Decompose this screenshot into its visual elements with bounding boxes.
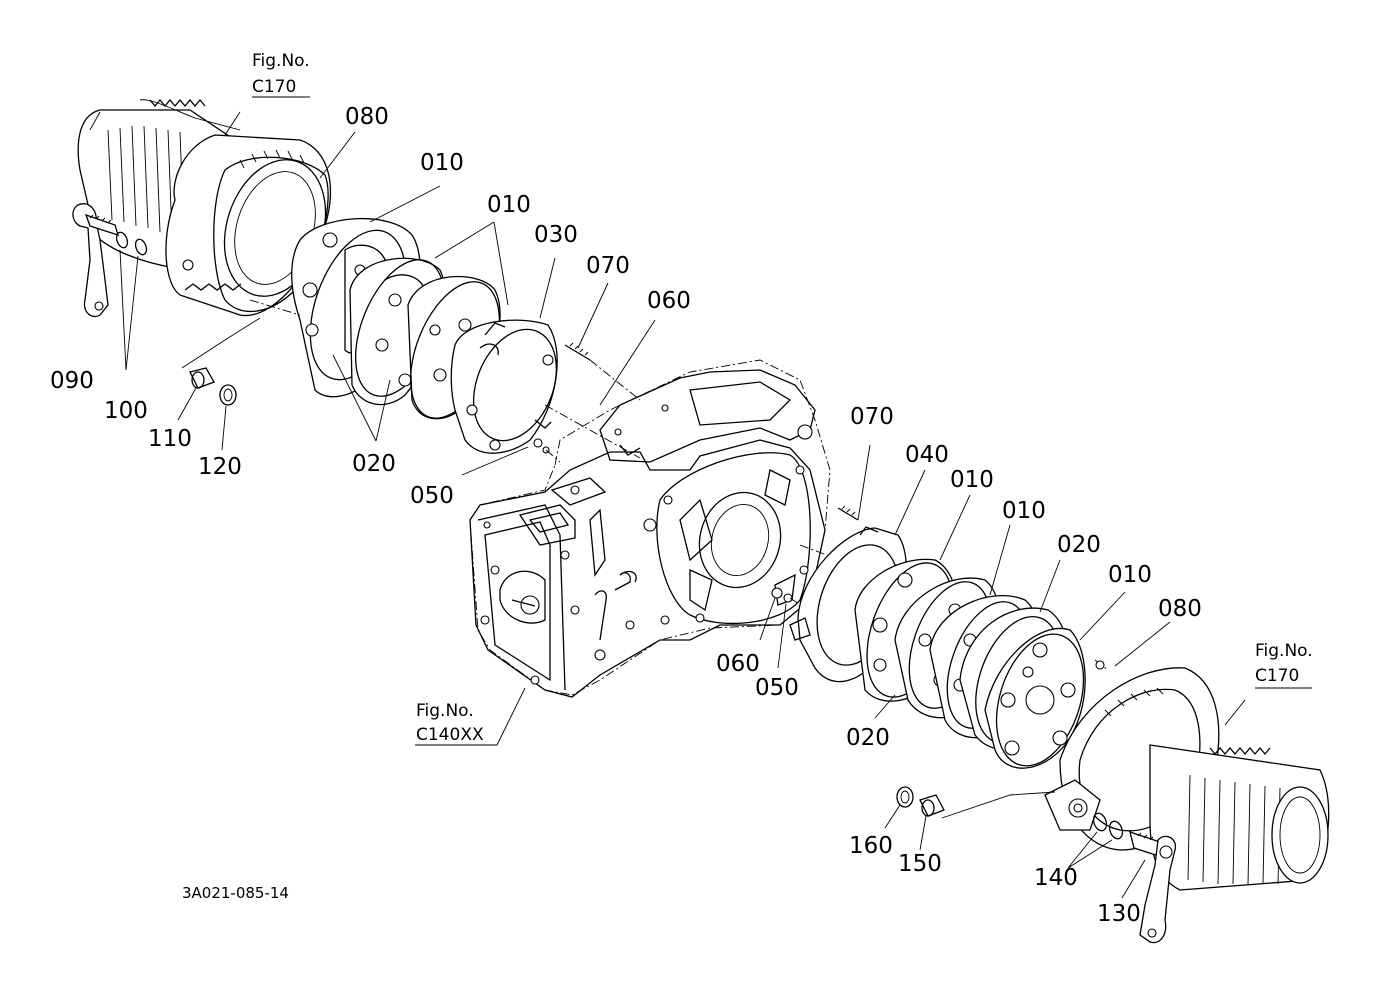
seal-120 bbox=[219, 384, 237, 451]
figure-ref-text: Fig.No. bbox=[252, 51, 310, 71]
spring-060 bbox=[759, 587, 783, 641]
part-label-010: 010 bbox=[1002, 498, 1046, 524]
lever-130 bbox=[1121, 831, 1177, 944]
part-label-070: 070 bbox=[586, 253, 630, 279]
part-label-120: 120 bbox=[198, 454, 242, 480]
part-label-010: 010 bbox=[420, 150, 464, 176]
figure-ref-bottom-right: Fig.No. C170 bbox=[1255, 641, 1313, 686]
bushing-110 bbox=[177, 367, 215, 421]
part-label-060: 060 bbox=[647, 288, 691, 314]
figure-ref-center: Fig.No. C140XX bbox=[416, 701, 484, 745]
part-label-100: 100 bbox=[104, 398, 148, 424]
part-label-010: 010 bbox=[950, 467, 994, 493]
part-label-010: 010 bbox=[1108, 562, 1152, 588]
part-label-040: 040 bbox=[905, 442, 949, 468]
figure-ref-text: C170 bbox=[252, 77, 296, 97]
part-label-090: 090 bbox=[50, 368, 94, 394]
right-brake-stack bbox=[789, 505, 1086, 769]
seal-160 bbox=[884, 786, 914, 829]
part-label-140: 140 bbox=[1034, 865, 1078, 891]
part-label-030: 030 bbox=[534, 222, 578, 248]
ball-050-right bbox=[777, 593, 793, 669]
transmission-case bbox=[469, 359, 831, 698]
right-axle-housing bbox=[1044, 667, 1330, 891]
o-rings-100 bbox=[115, 231, 148, 371]
part-label-080: 080 bbox=[345, 104, 389, 130]
part-label-020: 020 bbox=[1057, 532, 1101, 558]
part-label-020: 020 bbox=[352, 451, 396, 477]
part-label-020: 020 bbox=[846, 725, 890, 751]
bushing-150 bbox=[919, 794, 945, 851]
part-label-160: 160 bbox=[849, 833, 893, 859]
left-axle-housing bbox=[77, 98, 332, 317]
part-label-130: 130 bbox=[1097, 901, 1141, 927]
part-labels: 080 010 010 030 070 060 090 100 110 120 … bbox=[50, 104, 1202, 927]
figure-ref-text: C140XX bbox=[416, 725, 484, 745]
part-label-070: 070 bbox=[850, 404, 894, 430]
part-label-110: 110 bbox=[148, 426, 192, 452]
lever-090 bbox=[72, 203, 119, 318]
figure-ref-top-left: Fig.No. C170 bbox=[252, 51, 310, 97]
drawing-id: 3A021-085-14 bbox=[182, 884, 289, 902]
part-label-060: 060 bbox=[716, 651, 760, 677]
figure-ref-text: Fig.No. bbox=[1255, 641, 1313, 661]
left-brake-stack bbox=[291, 218, 591, 454]
part-label-050: 050 bbox=[410, 483, 454, 509]
part-label-150: 150 bbox=[898, 851, 942, 877]
o-rings-140 bbox=[1067, 812, 1124, 869]
part-label-050: 050 bbox=[755, 675, 799, 701]
figure-ref-text: Fig.No. bbox=[416, 701, 474, 721]
figure-ref-text: C170 bbox=[1255, 666, 1299, 686]
part-label-010: 010 bbox=[487, 192, 531, 218]
part-label-080: 080 bbox=[1158, 596, 1202, 622]
